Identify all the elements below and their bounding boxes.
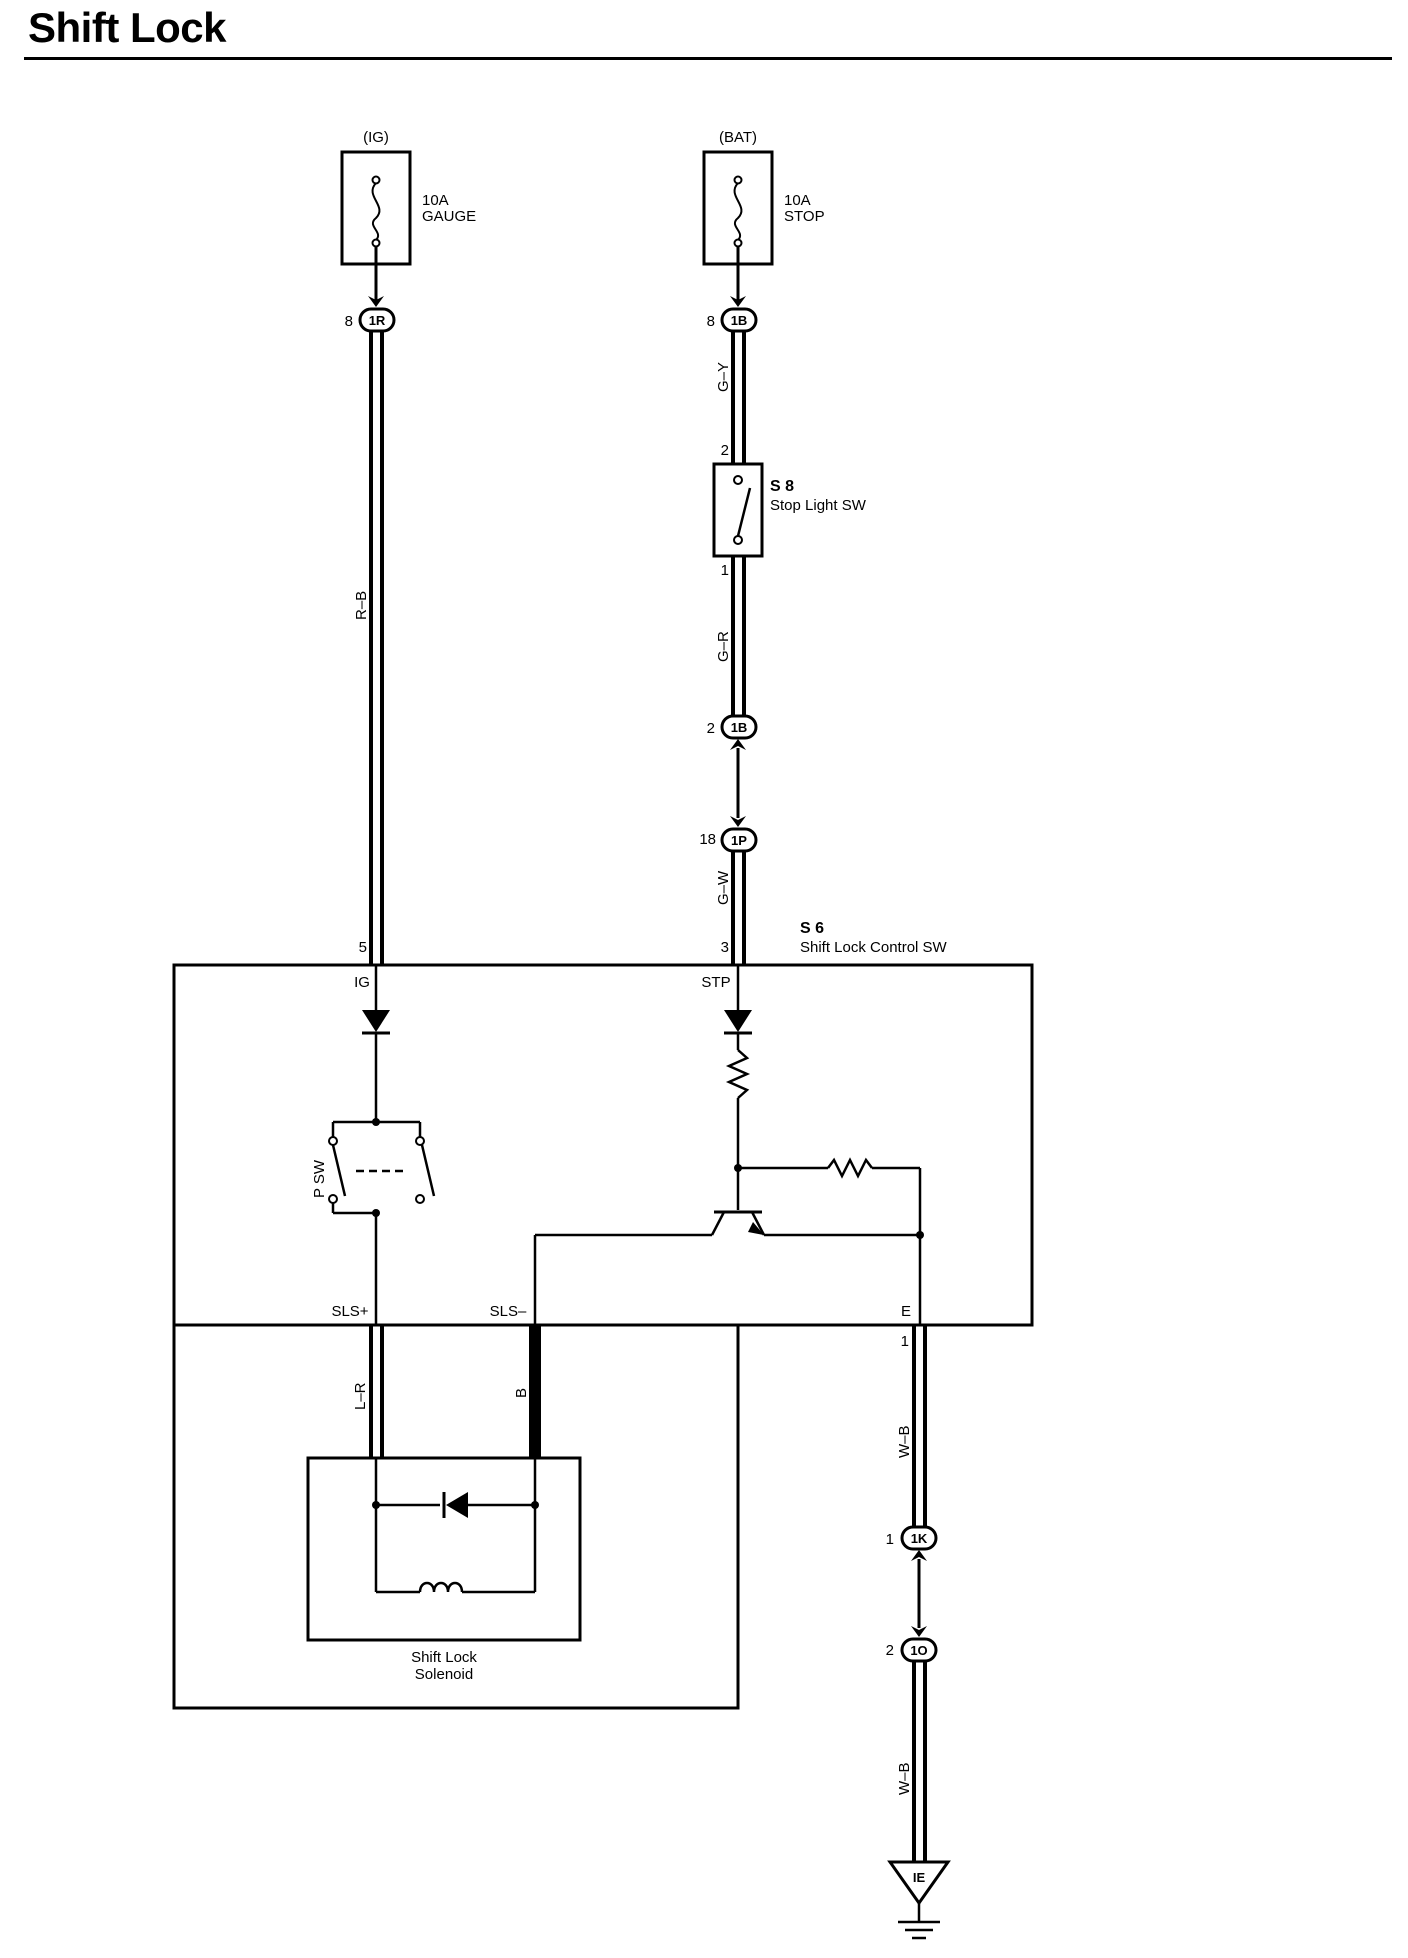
connector-1p-code: 1P (731, 833, 747, 848)
connector-1b-bottom (720, 714, 758, 740)
stop-light-switch (712, 462, 764, 558)
fuse-stop-name: STOP (784, 208, 825, 225)
connector-1k (900, 1525, 938, 1551)
pin-stp-number: 3 (721, 939, 729, 956)
wire-g-y-label: G–Y (715, 362, 732, 392)
wire-g-w (731, 851, 746, 965)
connector-1o-code: 1O (910, 1643, 927, 1658)
wire-g-r (731, 556, 746, 716)
diode-icon (362, 1010, 390, 1032)
diode-icon (446, 1492, 468, 1518)
connector-1o (900, 1637, 938, 1663)
wire-l-r-label: L–R (352, 1382, 369, 1410)
connector-1b-top-pin: 8 (707, 313, 715, 330)
p-switch-label: P SW (311, 1159, 328, 1198)
shift-lock-solenoid (306, 1456, 582, 1642)
switch-contact-icon (733, 475, 752, 545)
wire-b-label: B (513, 1388, 530, 1398)
connector-1r-code: 1R (369, 313, 386, 328)
control-switch-id: S 6 (800, 920, 824, 937)
connector-1p (720, 827, 758, 853)
solenoid-label-line1: Shift Lock (411, 1649, 477, 1666)
connector-1r-pin: 8 (345, 313, 353, 330)
resistor-icon (725, 1049, 751, 1099)
wire-r-b (369, 331, 384, 965)
stp-internal-circuit (533, 965, 924, 1325)
wire-g-r-label: G–R (715, 631, 732, 662)
ground-icon (898, 1903, 940, 1940)
terminal-sls-minus: SLS– (490, 1303, 527, 1320)
arrow-icon (730, 816, 746, 827)
stop-switch-id: S 8 (770, 478, 794, 495)
coil-icon (418, 1581, 464, 1593)
connector-1b-bottom-code: 1B (731, 720, 748, 735)
connector-1b-top-code: 1B (731, 313, 748, 328)
connector-1b-top (720, 307, 758, 333)
fuse-gauge-icon (371, 175, 381, 300)
fuse-gauge-name: GAUGE (422, 208, 476, 225)
resistor-icon (827, 1157, 873, 1179)
wire-w-b-lower (912, 1661, 927, 1862)
arrow-icon (730, 296, 746, 307)
connector-1k-code: 1K (911, 1531, 928, 1546)
connector-1b-bottom-pin: 2 (707, 720, 715, 737)
ground-code: IE (913, 1870, 926, 1885)
arrow-icon (911, 1626, 927, 1637)
wire-w-b-lower-label: W–B (896, 1762, 913, 1795)
terminal-stp: STP (701, 974, 730, 991)
wire-w-b-upper (912, 1325, 927, 1527)
solenoid-enclosure (172, 1325, 740, 1710)
terminal-e: E (901, 1303, 911, 1320)
fuse-stop-supply-label: (BAT) (719, 129, 757, 146)
page-title: Shift Lock (28, 4, 227, 51)
control-switch-name: Shift Lock Control SW (800, 939, 948, 956)
shift-lock-control-switch (172, 963, 1034, 1327)
fuse-stop-rating: 10A (784, 192, 811, 209)
solenoid-label-line2: Solenoid (415, 1666, 473, 1683)
wire-g-y (731, 331, 746, 464)
stop-switch-name: Stop Light SW (770, 497, 867, 514)
title-divider (24, 57, 1392, 60)
fuse-stop-icon (733, 175, 743, 300)
arrow-icon (730, 739, 746, 750)
ig-internal-circuit (328, 965, 436, 1325)
diode-icon (724, 1010, 752, 1032)
terminal-sls-plus: SLS+ (331, 1303, 368, 1320)
ground-point (887, 1860, 951, 1906)
fuse-gauge-rating: 10A (422, 192, 449, 209)
stop-switch-pin-bottom: 1 (721, 562, 729, 579)
connector-1o-pin: 2 (886, 1642, 894, 1659)
solenoid-internal-circuit (372, 1458, 539, 1594)
connector-1r (358, 307, 396, 333)
stop-switch-pin-top: 2 (721, 442, 729, 459)
terminal-ig: IG (354, 974, 370, 991)
wire-g-w-label: G–W (715, 870, 732, 905)
pin-e-number: 1 (901, 1333, 909, 1350)
fuse-gauge-supply-label: (IG) (363, 129, 389, 146)
arrow-icon (911, 1550, 927, 1561)
arrow-icon (368, 296, 384, 307)
wire-w-b-upper-label: W–B (896, 1425, 913, 1458)
wire-r-b-label: R–B (353, 591, 370, 620)
pin-ig-number: 5 (359, 939, 367, 956)
connector-1k-pin: 1 (886, 1531, 894, 1548)
wire-l-r (369, 1325, 384, 1458)
connector-1p-pin: 18 (699, 831, 716, 848)
